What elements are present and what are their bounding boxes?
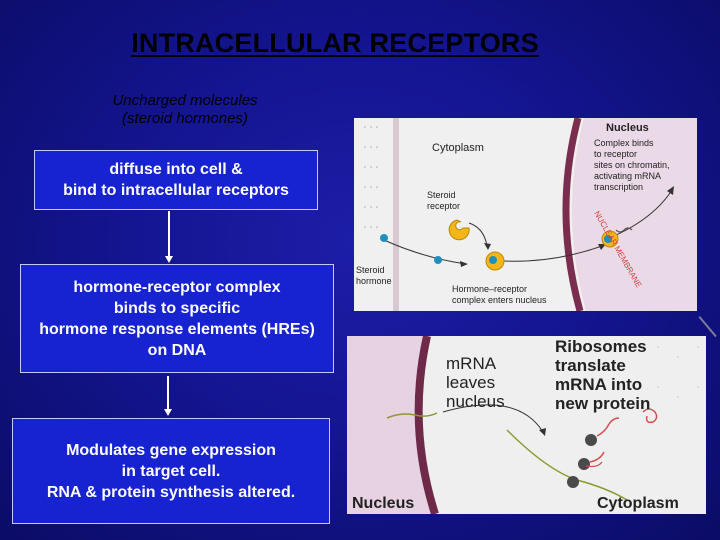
ribosome (578, 458, 590, 470)
step1-line: bind to intracellular receptors (63, 182, 289, 199)
flow-arrow-2 (167, 376, 169, 410)
step2-line: on DNA (147, 341, 207, 359)
translation-illustration: mRNA leaves nucleus Ribosomes translate … (347, 336, 706, 514)
nucleus-region (347, 336, 435, 514)
complex-label: Hormone–receptor complex enters nucleus (452, 284, 547, 305)
step3-line: RNA & protein synthesis altered. (46, 483, 296, 501)
nuclear-membrane (414, 336, 439, 514)
step3-line: Modulates gene expression (66, 441, 276, 459)
mrna-strand (386, 412, 438, 419)
ribosome (585, 434, 597, 446)
step2-line: hormone-receptor complex (73, 278, 281, 296)
flow-arrow-2-head (164, 409, 172, 416)
cytoplasm-label: Cytoplasm (432, 142, 484, 154)
decorative-diagonal-line (698, 316, 717, 338)
step1-line: diffuse into cell & (109, 161, 243, 178)
folded-protein (642, 408, 658, 424)
ribosome (567, 476, 579, 488)
mrna-label: mRNA leaves nucleus (446, 354, 505, 411)
hormone-molecule (434, 256, 442, 264)
step2-line: hormone response elements (HREs) (39, 320, 315, 338)
step-box-binding: hormone-receptor complex binds to specif… (20, 264, 334, 373)
nuclear-membrane (562, 118, 584, 311)
steroid-receptor-label: Steroid receptor (427, 190, 460, 211)
step-box-gene-expression: Modulates gene expression in target cell… (12, 418, 330, 524)
nucleus-description: Complex binds to receptor sites on chrom… (594, 138, 672, 192)
cytoplasm-label: Cytoplasm (597, 495, 679, 512)
page-title: INTRACELLULAR RECEPTORS (131, 28, 539, 58)
steroid-entry-illustration: Cytoplasm Nucleus Complex binds to recep… (354, 118, 697, 311)
protein-chain (589, 451, 605, 463)
translation-svg: mRNA leaves nucleus Ribosomes translate … (347, 336, 706, 514)
flow-arrow-1-head (165, 256, 173, 263)
ribosome-text: Ribosomes translate mRNA into new protei… (555, 337, 651, 413)
step3-line: in target cell. (121, 462, 221, 480)
step-box-diffuse: diffuse into cell & bind to intracellula… (34, 150, 318, 210)
nucleus-label: Nucleus (606, 122, 649, 134)
subtitle: Uncharged molecules (steroid hormones) (70, 92, 300, 128)
step2-line: binds to specific (113, 299, 241, 317)
subtitle-line-2: (steroid hormones) (122, 110, 248, 127)
steroid-receptor-shape (448, 219, 470, 241)
nucleus-label: Nucleus (352, 495, 414, 512)
subtitle-line-1: Uncharged molecules (112, 92, 258, 109)
hormone-molecule (380, 234, 388, 242)
steroid-hormone-label: Steroid hormone (356, 265, 392, 286)
steroid-entry-svg: Cytoplasm Nucleus Complex binds to recep… (354, 118, 697, 311)
nucleus-region (571, 118, 697, 311)
flow-arrow-1 (168, 211, 170, 257)
protein-chain (596, 417, 620, 437)
